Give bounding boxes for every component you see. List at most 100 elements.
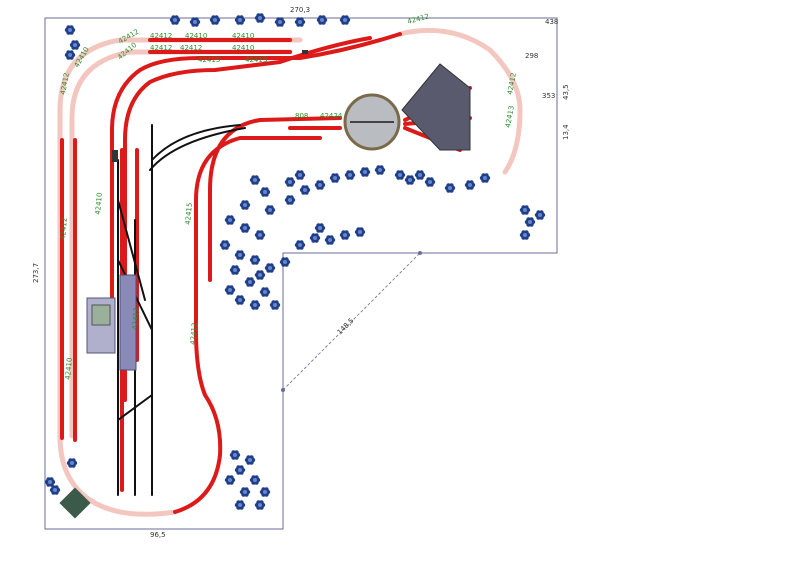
tree-icon	[169, 15, 181, 25]
track-label: 42412	[150, 32, 172, 40]
tree-icon	[234, 295, 246, 305]
station-platform	[119, 274, 137, 371]
tree-icon	[244, 455, 256, 465]
tree-icon	[294, 170, 306, 180]
tree-icon	[344, 170, 356, 180]
track-label: 42415	[198, 56, 220, 64]
tree-icon	[249, 175, 261, 185]
tree-icon	[314, 180, 326, 190]
tree-icon	[254, 500, 266, 510]
tree-icon	[64, 50, 76, 60]
tree-icon	[239, 487, 251, 497]
diagonal-dimension-line	[282, 252, 421, 391]
tree-icon	[524, 217, 536, 227]
dim-right-b: 43,5	[562, 84, 570, 100]
tree-icon	[414, 170, 426, 180]
tree-icon	[284, 195, 296, 205]
tree-icon	[244, 277, 256, 287]
tree-icon	[249, 475, 261, 485]
track-label: 42412	[59, 72, 71, 95]
tree-icon	[234, 15, 246, 25]
track-label: 42410	[94, 192, 104, 215]
tree-icon	[404, 175, 416, 185]
dim-left: 273,7	[32, 263, 40, 283]
dim-top: 270,3	[290, 6, 310, 14]
lower-loop-track	[57, 27, 523, 517]
track-label: 808	[295, 112, 308, 120]
track-label: 42410	[232, 44, 254, 52]
main-track	[60, 32, 472, 514]
tree-icon	[299, 185, 311, 195]
tree-icon	[249, 255, 261, 265]
tree-icon	[294, 17, 306, 27]
track-label: 42424	[320, 112, 343, 120]
tree-icon	[69, 40, 81, 50]
tree-icon	[189, 17, 201, 27]
tree-icon	[259, 487, 271, 497]
track-label: 42410	[232, 32, 254, 40]
tree-icon	[294, 240, 306, 250]
track-label: 42412	[180, 44, 202, 52]
track-label: 42410	[64, 357, 74, 380]
tree-icon	[259, 287, 271, 297]
tree-icon	[254, 270, 266, 280]
tree-icon	[316, 15, 328, 25]
baseboard-outline	[44, 17, 558, 530]
track-label: 42412	[59, 217, 69, 240]
tree-icon	[479, 173, 491, 183]
tree-icon	[274, 17, 286, 27]
tree-icon	[284, 177, 296, 187]
tree-icon	[234, 250, 246, 260]
track-label: 42412	[506, 72, 518, 95]
tree-icon	[269, 300, 281, 310]
tree-icon	[64, 25, 76, 35]
tree-icon	[279, 257, 291, 267]
tree-icon	[339, 15, 351, 25]
dim-corner-b: 298	[525, 52, 538, 60]
tree-icon	[224, 475, 236, 485]
tree-icon	[264, 205, 276, 215]
tree-icon	[424, 177, 436, 187]
tree-icon	[329, 173, 341, 183]
tree-icon	[229, 265, 241, 275]
tree-icon	[309, 233, 321, 243]
tree-icon	[444, 183, 456, 193]
dim-diagonal: 148,5	[336, 317, 356, 337]
dim-right-a: 13,4	[562, 124, 570, 140]
tree-icon	[464, 180, 476, 190]
track-label: 42413	[131, 307, 141, 330]
tree-icon	[254, 13, 266, 23]
dim-corner-c: 353	[542, 92, 555, 100]
dim-bottom: 96,5	[150, 531, 166, 539]
tree-icon	[249, 300, 261, 310]
tree-icon	[374, 165, 386, 175]
track-label: 42413	[245, 56, 267, 64]
track-labels: 42412 42410 42410 42412 42412 42410 42415 42413…	[59, 12, 518, 380]
track-label: 42410	[185, 32, 207, 40]
track-label: 42412	[150, 44, 172, 52]
tree-icon	[354, 227, 366, 237]
tree-icon	[314, 223, 326, 233]
tree-icon	[234, 465, 246, 475]
tree-icon	[209, 15, 221, 25]
tree-icon	[49, 485, 61, 495]
tree-icon	[224, 215, 236, 225]
dim-corner-a: 438	[545, 18, 558, 26]
track-label: 42412	[189, 322, 199, 345]
tree-icon	[219, 240, 231, 250]
tree-icon	[224, 285, 236, 295]
tree-icon	[254, 230, 266, 240]
tree-icon	[259, 187, 271, 197]
roundhouse	[401, 63, 471, 151]
small-shed	[59, 487, 91, 519]
tree-icon	[264, 263, 276, 273]
tree-icon	[229, 450, 241, 460]
tree-icon	[359, 167, 371, 177]
tree-icon	[234, 500, 246, 510]
tree-icon	[324, 235, 336, 245]
track-label: 42415	[184, 202, 194, 225]
track-label: 42413	[504, 105, 516, 128]
tree-icon	[534, 210, 546, 220]
